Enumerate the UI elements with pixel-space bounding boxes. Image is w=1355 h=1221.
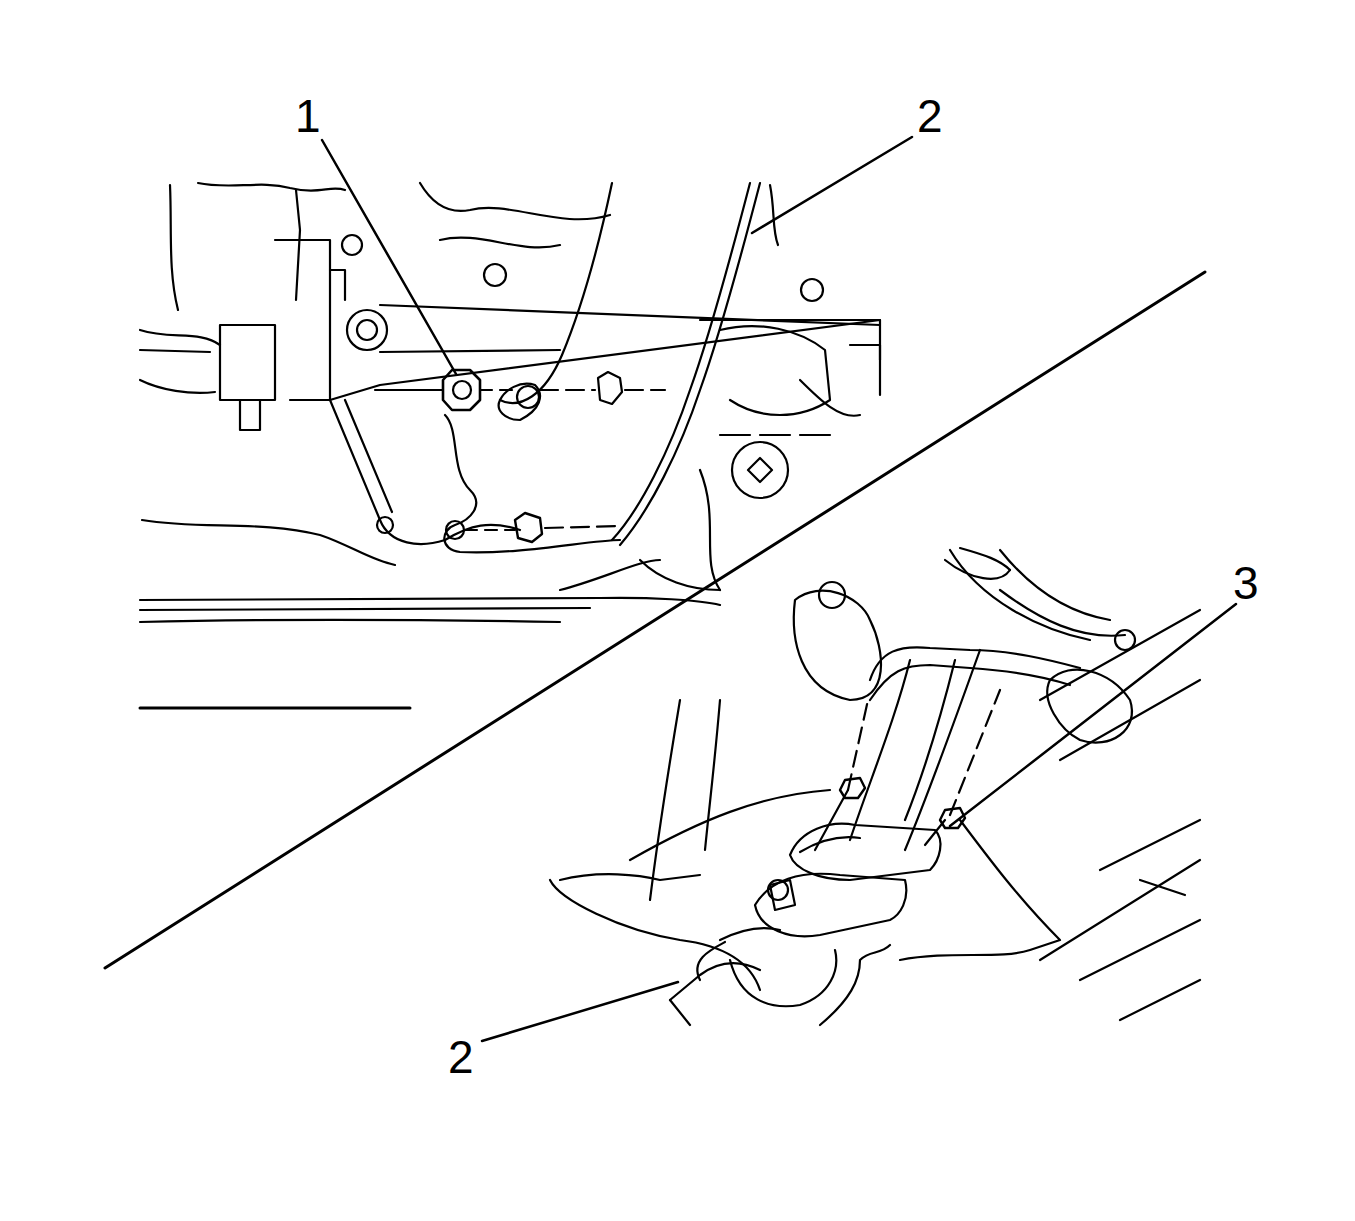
callout-number: 2 [917,93,943,139]
divider-line [140,707,410,710]
divider-line [105,272,1205,968]
leader-line [322,140,456,374]
bottom-view [550,548,1200,1025]
callout-number: 1 [295,93,321,139]
leader-line [752,137,912,233]
callout-number: 2 [448,1034,474,1080]
top-view [140,183,880,622]
leader-line [482,982,678,1041]
leader-line [950,604,1236,826]
callout-number: 3 [1233,560,1259,606]
